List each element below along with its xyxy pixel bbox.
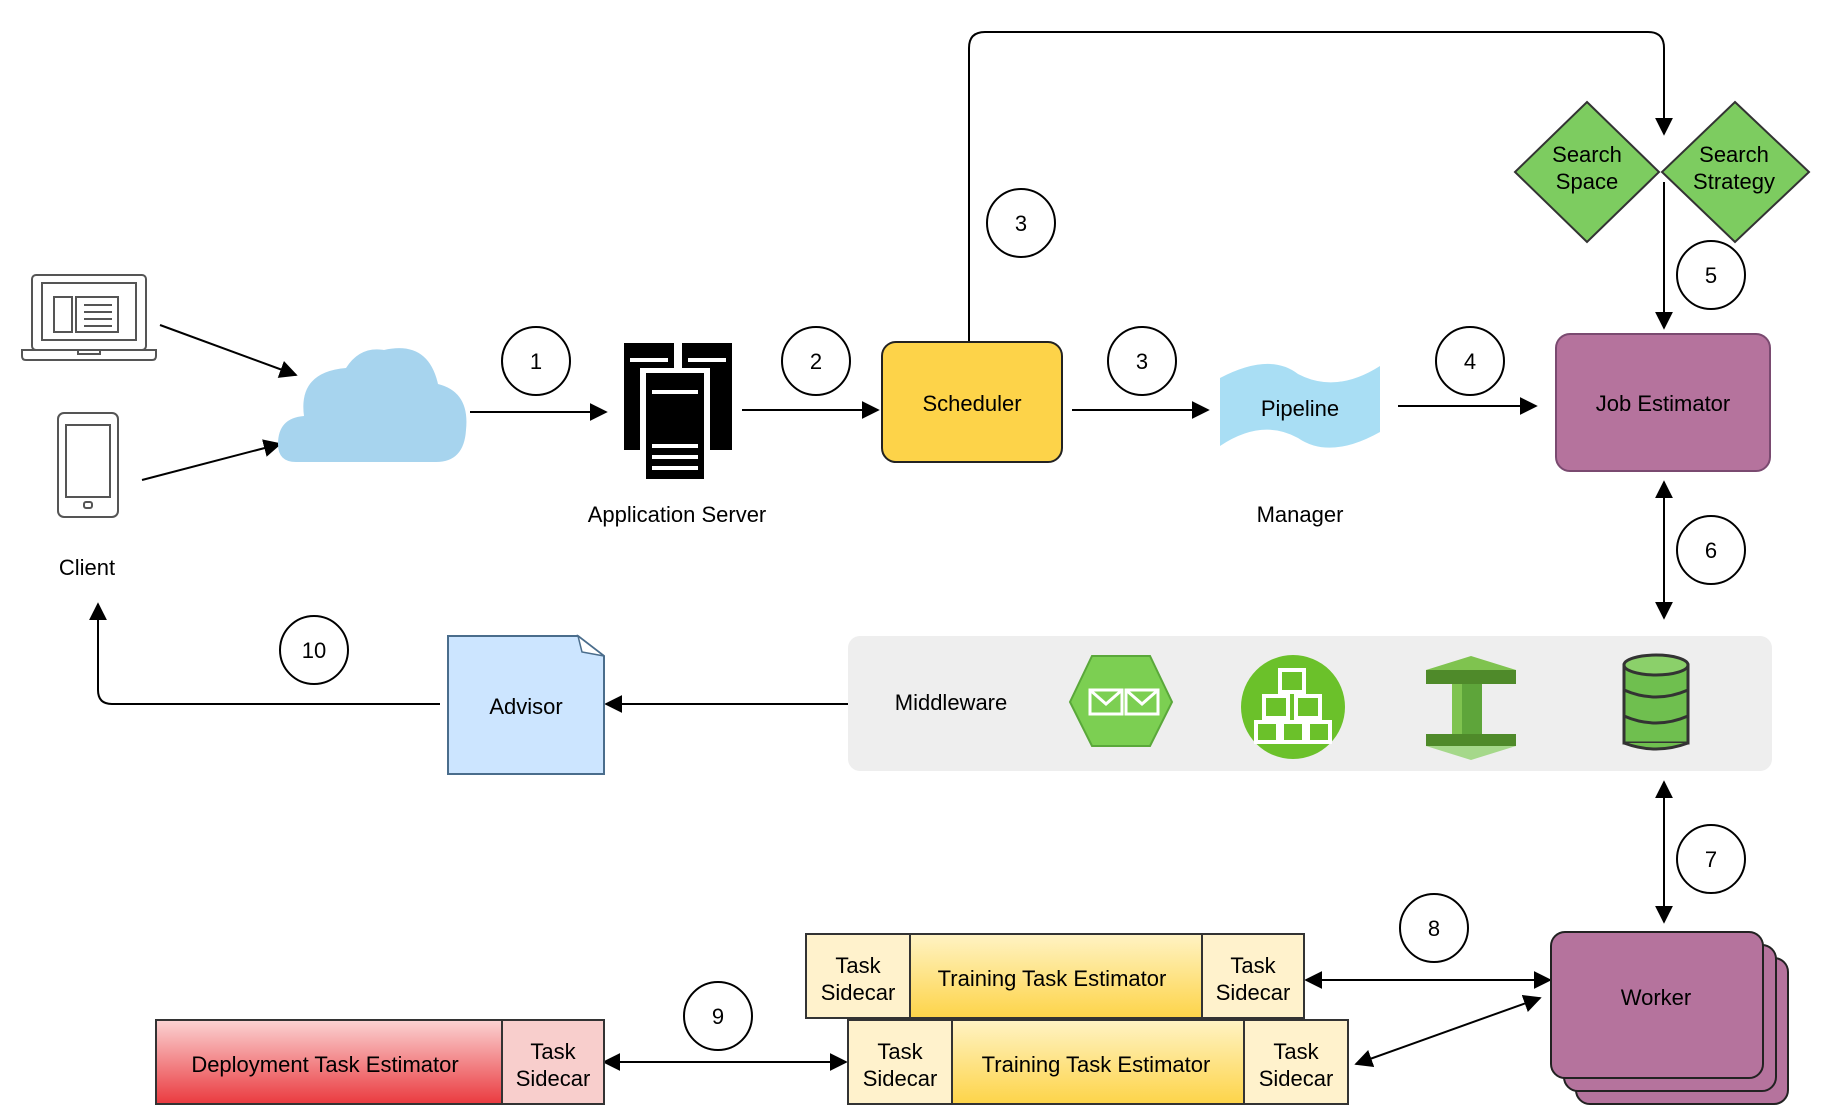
step-3a: 3 bbox=[986, 188, 1056, 258]
svg-text:10: 10 bbox=[302, 638, 326, 663]
app-server-label: Application Server bbox=[588, 502, 767, 527]
storage-icon bbox=[1426, 656, 1516, 760]
worker-node: Worker bbox=[1550, 931, 1789, 1105]
client-label: Client bbox=[59, 555, 115, 580]
sidecar-1a-label-2: Sidecar bbox=[821, 980, 896, 1005]
svg-text:8: 8 bbox=[1428, 916, 1440, 941]
search-space-label-2: Space bbox=[1556, 169, 1618, 194]
arrow-tablet-cloud bbox=[141, 439, 282, 481]
sidecar-1b-label-2: Sidecar bbox=[1216, 980, 1291, 1005]
step-10: 10 bbox=[279, 615, 349, 685]
svg-text:5: 5 bbox=[1705, 263, 1717, 288]
sidecar-1a-label-1: Task bbox=[835, 953, 881, 978]
tablet-icon bbox=[57, 412, 119, 518]
advisor-label: Advisor bbox=[489, 694, 562, 719]
step-1: 1 bbox=[501, 326, 571, 396]
job-estimator-label: Job Estimator bbox=[1596, 391, 1731, 416]
search-strategy-label-2: Strategy bbox=[1693, 169, 1775, 194]
sidecar-3-label-2: Sidecar bbox=[516, 1066, 591, 1091]
search-strategy-node: Search Strategy bbox=[1660, 100, 1811, 244]
step-5: 5 bbox=[1676, 240, 1746, 310]
laptop-icon bbox=[21, 274, 157, 361]
step-7: 7 bbox=[1676, 824, 1746, 894]
training-task-row-1: Task Sidecar Training Task Estimator Tas… bbox=[805, 933, 1305, 1019]
arrow-scheduler-search bbox=[968, 31, 1673, 343]
cubes-icon bbox=[1241, 655, 1345, 759]
middleware-label: Middleware bbox=[895, 690, 1008, 715]
deployment-task-estimator-label: Deployment Task Estimator bbox=[191, 1052, 458, 1077]
manager-label: Manager bbox=[1257, 502, 1344, 527]
sidecar-2a-label-1: Task bbox=[877, 1039, 923, 1064]
arrow-training2-worker bbox=[1354, 994, 1542, 1068]
search-space-label-1: Search bbox=[1552, 142, 1622, 167]
step-4: 4 bbox=[1435, 326, 1505, 396]
scheduler-label: Scheduler bbox=[922, 391, 1021, 416]
search-strategy-label-1: Search bbox=[1699, 142, 1769, 167]
sidecar-2a-label-2: Sidecar bbox=[863, 1066, 938, 1091]
svg-text:2: 2 bbox=[810, 349, 822, 374]
pipeline-node: Pipeline bbox=[1220, 363, 1380, 448]
step-3b: 3 bbox=[1107, 326, 1177, 396]
sidecar-1b-label-1: Task bbox=[1230, 953, 1276, 978]
training-task-estimator-2-label: Training Task Estimator bbox=[982, 1052, 1211, 1077]
connectors bbox=[89, 31, 1673, 1071]
svg-text:3: 3 bbox=[1136, 349, 1148, 374]
step-6: 6 bbox=[1676, 515, 1746, 585]
pipeline-label: Pipeline bbox=[1261, 396, 1339, 421]
worker-label: Worker bbox=[1621, 985, 1692, 1010]
svg-text:3: 3 bbox=[1015, 211, 1027, 236]
deployment-task-row: Deployment Task Estimator Task Sidecar bbox=[155, 1019, 605, 1105]
sidecar-2b-label-2: Sidecar bbox=[1259, 1066, 1334, 1091]
scheduler-node: Scheduler bbox=[881, 341, 1063, 463]
step-9: 9 bbox=[683, 981, 753, 1051]
search-space-node: Search Space bbox=[1513, 100, 1661, 244]
training-task-row-2: Task Sidecar Training Task Estimator Tas… bbox=[847, 1019, 1349, 1105]
arrow-laptop-cloud bbox=[159, 324, 298, 378]
svg-text:1: 1 bbox=[530, 349, 542, 374]
training-task-estimator-1-label: Training Task Estimator bbox=[938, 966, 1167, 991]
arrow-advisor-client bbox=[89, 602, 440, 705]
sidecar-3-label-1: Task bbox=[530, 1039, 576, 1064]
svg-text:4: 4 bbox=[1464, 349, 1476, 374]
svg-text:9: 9 bbox=[712, 1004, 724, 1029]
sidecar-2b-label-1: Task bbox=[1273, 1039, 1319, 1064]
step-markers: 1 2 3 3 4 5 6 7 bbox=[279, 188, 1746, 1051]
cloud-icon bbox=[278, 348, 467, 462]
svg-text:7: 7 bbox=[1705, 847, 1717, 872]
database-icon bbox=[1622, 653, 1690, 751]
svg-text:6: 6 bbox=[1705, 538, 1717, 563]
advisor-node: Advisor bbox=[447, 634, 605, 775]
server-icon bbox=[624, 343, 732, 482]
step-8: 8 bbox=[1399, 893, 1469, 963]
step-2: 2 bbox=[781, 326, 851, 396]
message-queue-icon bbox=[1068, 655, 1174, 747]
job-estimator-node: Job Estimator bbox=[1555, 333, 1771, 472]
